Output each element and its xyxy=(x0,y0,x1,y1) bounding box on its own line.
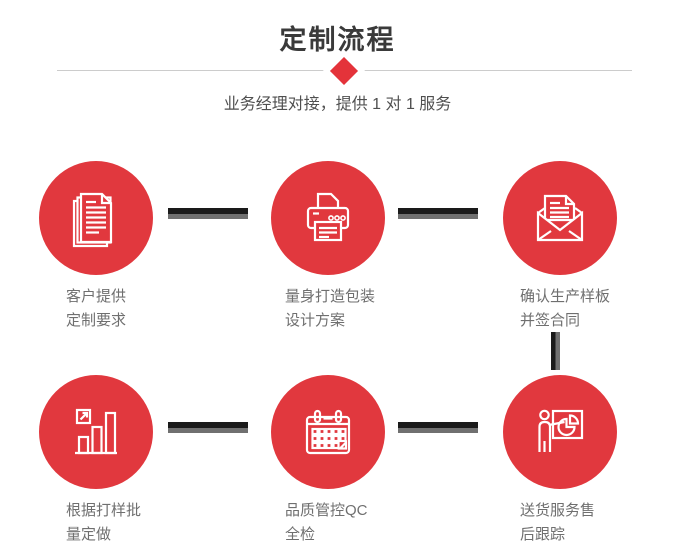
step-label-4-line2: 量定做 xyxy=(66,526,112,543)
step-label-3-line1: 确认生产样板 xyxy=(520,288,611,305)
step-label-5-line1: 品质管控QC xyxy=(285,502,368,519)
step-label-5: 品质管控QC 全检 xyxy=(285,499,368,547)
step-label-5-line2: 全检 xyxy=(285,526,316,543)
step-circle-1 xyxy=(39,161,153,275)
section-subtitle: 业务经理对接，提供 1 对 1 服务 xyxy=(223,96,452,113)
connector-step1-step2 xyxy=(168,208,248,219)
step-label-3: 确认生产样板 并签合同 xyxy=(520,285,610,333)
calendar-icon xyxy=(296,400,360,464)
step-circle-2 xyxy=(271,161,385,275)
step-label-1-line2: 定制要求 xyxy=(66,312,127,329)
connector-step2-step3 xyxy=(398,208,478,219)
step-label-4-line1: 根据打样批 xyxy=(66,502,142,519)
step-label-6-line1: 送货服务售 xyxy=(520,502,596,519)
step-label-2: 量身打造包装 设计方案 xyxy=(285,285,375,333)
step-label-3-line2: 并签合同 xyxy=(520,312,581,329)
step-circle-5 xyxy=(271,375,385,489)
connector-step5-step6 xyxy=(398,422,478,433)
step-label-6: 送货服务售 后跟踪 xyxy=(520,499,595,547)
step-circle-3 xyxy=(503,161,617,275)
connector-step4-step5 xyxy=(168,422,248,433)
presentation-icon xyxy=(528,400,592,464)
printer-icon xyxy=(296,186,360,250)
envelope-icon xyxy=(528,186,592,250)
bar-chart-icon xyxy=(64,400,128,464)
step-circle-6 xyxy=(503,375,617,489)
section-title: 定制流程 xyxy=(279,25,396,55)
diamond-icon xyxy=(322,49,366,93)
step-label-4: 根据打样批 量定做 xyxy=(66,499,141,547)
step-label-2-line1: 量身打造包装 xyxy=(285,288,376,305)
documents-icon xyxy=(64,186,128,250)
step-label-1: 客户提供 定制要求 xyxy=(66,285,126,333)
connector-step3-step6 xyxy=(551,332,560,370)
step-label-1-line1: 客户提供 xyxy=(66,288,127,305)
step-circle-4 xyxy=(39,375,153,489)
step-label-2-line2: 设计方案 xyxy=(285,312,346,329)
step-label-6-line2: 后跟踪 xyxy=(520,526,566,543)
